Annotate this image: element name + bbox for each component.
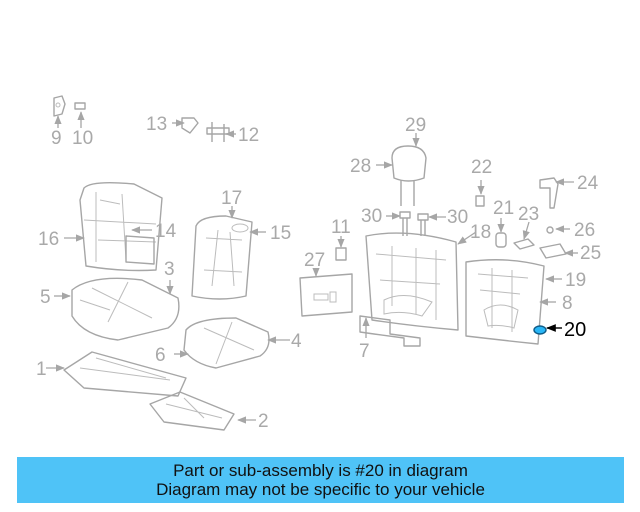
callout-23: 23 (518, 204, 539, 225)
callout-29: 29 (405, 115, 426, 136)
callout-21: 21 (493, 198, 514, 219)
callout-11: 11 (331, 217, 351, 238)
screw-part-26 (546, 226, 554, 234)
callout-9: 9 (51, 128, 62, 149)
seat-frame-part-18 (359, 232, 459, 347)
callout-30a: 30 (361, 206, 382, 227)
bracket-part-13 (181, 117, 199, 134)
callout-16: 16 (38, 229, 59, 250)
callout-6: 6 (155, 345, 166, 366)
seat-back-part-15 (191, 215, 253, 300)
callout-7: 7 (359, 341, 370, 362)
clip-part-9 (53, 95, 66, 117)
headrest-part-28 (391, 145, 427, 206)
callout-27: 27 (304, 250, 325, 271)
floor-tray-part-2 (149, 391, 235, 431)
seat-frame-part-19 (465, 259, 545, 345)
callout-18: 18 (470, 222, 491, 243)
bracket-part-27 (299, 273, 353, 317)
callout-24: 24 (577, 173, 599, 194)
plate-part-23 (513, 238, 535, 250)
latch-part-24 (539, 177, 559, 209)
callout-1: 1 (36, 359, 47, 380)
hinge-part-12 (206, 122, 230, 142)
floor-tray-part-1 (63, 351, 187, 397)
bolt-part-30b (417, 213, 429, 236)
highlighted-part-20 (533, 325, 547, 335)
seat-cushion-part-5 (71, 277, 180, 341)
parts-diagram: 9 10 13 12 29 28 22 24 17 16 14 15 11 30… (36, 95, 601, 432)
callout-20: 20 (564, 319, 586, 341)
callout-13: 13 (146, 114, 167, 135)
callout-19: 19 (565, 270, 586, 291)
callout-10: 10 (72, 128, 93, 149)
banner-line-2: Diagram may not be specific to your vehi… (156, 480, 485, 499)
callout-25: 25 (580, 243, 601, 264)
callout-3: 3 (164, 259, 175, 280)
callout-2: 2 (258, 411, 269, 432)
callout-5: 5 (40, 287, 51, 308)
clip-part-11 (335, 247, 347, 261)
seat-back-part-16 (79, 181, 163, 272)
clip-part-22 (475, 195, 485, 207)
callout-8: 8 (562, 293, 573, 314)
banner-line-1: Part or sub-assembly is #20 in diagram (173, 461, 468, 480)
callout-26: 26 (574, 220, 595, 241)
seat-cushion-part-4 (183, 317, 270, 369)
callout-15: 15 (270, 223, 291, 244)
clip-part-10 (74, 102, 86, 110)
cap-part-21 (495, 232, 507, 248)
callout-14: 14 (155, 221, 177, 242)
handle-part-25 (539, 243, 567, 259)
callout-22: 22 (471, 157, 492, 178)
callout-12: 12 (238, 125, 259, 146)
bolt-part-30a (399, 211, 411, 236)
callout-28: 28 (350, 156, 371, 177)
callout-30b: 30 (447, 207, 468, 228)
callout-4: 4 (291, 331, 302, 352)
callout-17: 17 (221, 188, 242, 209)
info-banner: Part or sub-assembly is #20 in diagram D… (17, 457, 624, 503)
